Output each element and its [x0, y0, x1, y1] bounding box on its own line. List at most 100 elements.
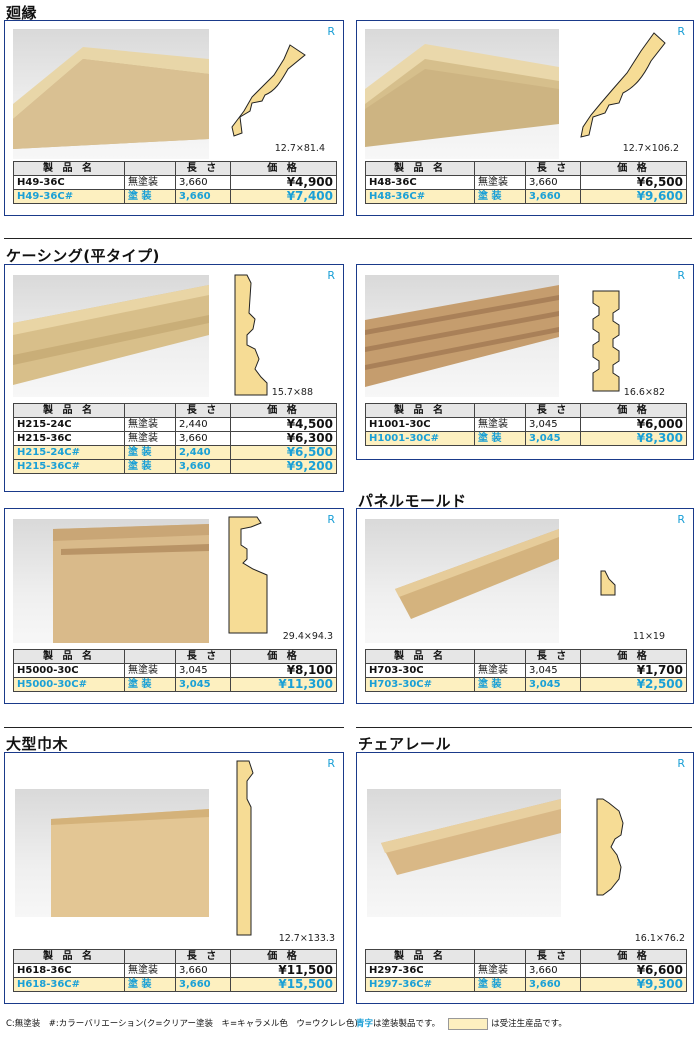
- product-photo: [365, 29, 559, 159]
- table-cell: ¥11,500: [230, 963, 337, 978]
- table-cell: 長 さ: [175, 649, 231, 664]
- table-cell: 塗 装: [124, 977, 176, 992]
- table-cell: [474, 949, 526, 964]
- section-title-baseboard: 大型巾木: [6, 735, 69, 753]
- table-cell: H703-30C: [365, 663, 475, 678]
- table-cell: ¥15,500: [230, 977, 337, 992]
- table-cell: 塗 装: [124, 189, 176, 204]
- table-cell: 無塗装: [124, 663, 176, 678]
- table-cell: H1001-30C#: [365, 431, 475, 446]
- swatch-note: は受注生産品です。: [491, 1019, 567, 1029]
- dimension-label: 11×19: [632, 631, 665, 642]
- table-header-row: 製 品 名長 さ価 格: [365, 949, 687, 964]
- blue-word: 青字: [356, 1019, 374, 1029]
- table-cell: 長 さ: [525, 949, 581, 964]
- section-title-casing: ケーシング(平タイプ): [6, 247, 160, 265]
- section-title-panel-mould: パネルモールド: [358, 492, 467, 510]
- table-cell: 無塗装: [474, 175, 526, 190]
- table-cell: 価 格: [580, 161, 687, 176]
- table-cell: 製 品 名: [13, 403, 125, 418]
- table-cell: [124, 949, 176, 964]
- table-cell: 塗 装: [124, 677, 176, 692]
- table-cell: ¥1,700: [580, 663, 687, 678]
- table-cell: ¥9,600: [580, 189, 687, 204]
- table-cell: 価 格: [230, 161, 337, 176]
- table-cell: 3,045: [175, 663, 231, 678]
- table-cell: H215-36C#: [13, 459, 125, 474]
- table-cell: 3,660: [175, 963, 231, 978]
- table-cell: 無塗装: [124, 963, 176, 978]
- dimension-label: 29.4×94.3: [282, 631, 333, 642]
- table-cell: 塗 装: [474, 189, 526, 204]
- table-cell: 長 さ: [175, 403, 231, 418]
- dimension-label: 16.6×82: [623, 387, 665, 398]
- table-cell: 3,045: [525, 431, 581, 446]
- table-cell: 長 さ: [525, 403, 581, 418]
- r-mark: R: [677, 513, 685, 526]
- table-cell: 3,660: [525, 963, 581, 978]
- table-cell: 塗 装: [474, 431, 526, 446]
- table-cell: 製 品 名: [365, 161, 475, 176]
- table-cell: H5000-30C: [13, 663, 125, 678]
- table-cell: [124, 161, 176, 176]
- table-cell: [124, 403, 176, 418]
- table-cell: 3,660: [175, 189, 231, 204]
- table-cell: 長 さ: [175, 161, 231, 176]
- blue-note: は塗装製品です。: [373, 1019, 441, 1029]
- table-cell: 塗 装: [124, 459, 176, 474]
- table-cell: 価 格: [580, 649, 687, 664]
- table-header-row: 製 品 名長 さ価 格: [365, 161, 687, 176]
- table-cell: 3,045: [525, 677, 581, 692]
- profile-icon: [592, 290, 620, 392]
- r-mark: R: [677, 269, 685, 282]
- r-mark: R: [327, 757, 335, 770]
- profile-icon: [236, 760, 254, 936]
- table-cell: ¥8,300: [580, 431, 687, 446]
- table-cell: 無塗装: [474, 417, 526, 432]
- table-cell: ¥6,500: [230, 445, 337, 460]
- r-mark: R: [327, 269, 335, 282]
- table-cell: H297-36C: [365, 963, 475, 978]
- section-rule: [4, 238, 692, 239]
- table-cell: 3,045: [175, 677, 231, 692]
- product-photo: [13, 29, 209, 159]
- table-cell: 価 格: [230, 403, 337, 418]
- table-cell: 2,440: [175, 417, 231, 432]
- table-cell: [124, 649, 176, 664]
- section-rule: [356, 727, 692, 728]
- table-cell: 塗 装: [124, 445, 176, 460]
- dimension-label: 15.7×88: [271, 387, 313, 398]
- table-cell: 3,045: [525, 417, 581, 432]
- table-cell: ¥9,200: [230, 459, 337, 474]
- r-mark: R: [677, 757, 685, 770]
- section-rule: [4, 727, 344, 728]
- table-cell: H215-24C#: [13, 445, 125, 460]
- table-cell: 製 品 名: [365, 649, 475, 664]
- product-photo: [365, 275, 559, 397]
- section-title-chair-rail: チェアレール: [358, 735, 452, 753]
- table-cell: H48-36C#: [365, 189, 475, 204]
- dimension-label: 16.1×76.2: [634, 933, 685, 944]
- table-cell: ¥7,400: [230, 189, 337, 204]
- table-cell: [474, 403, 526, 418]
- profile-icon: [231, 44, 306, 137]
- table-cell: H49-36C: [13, 175, 125, 190]
- table-cell: 無塗装: [124, 431, 176, 446]
